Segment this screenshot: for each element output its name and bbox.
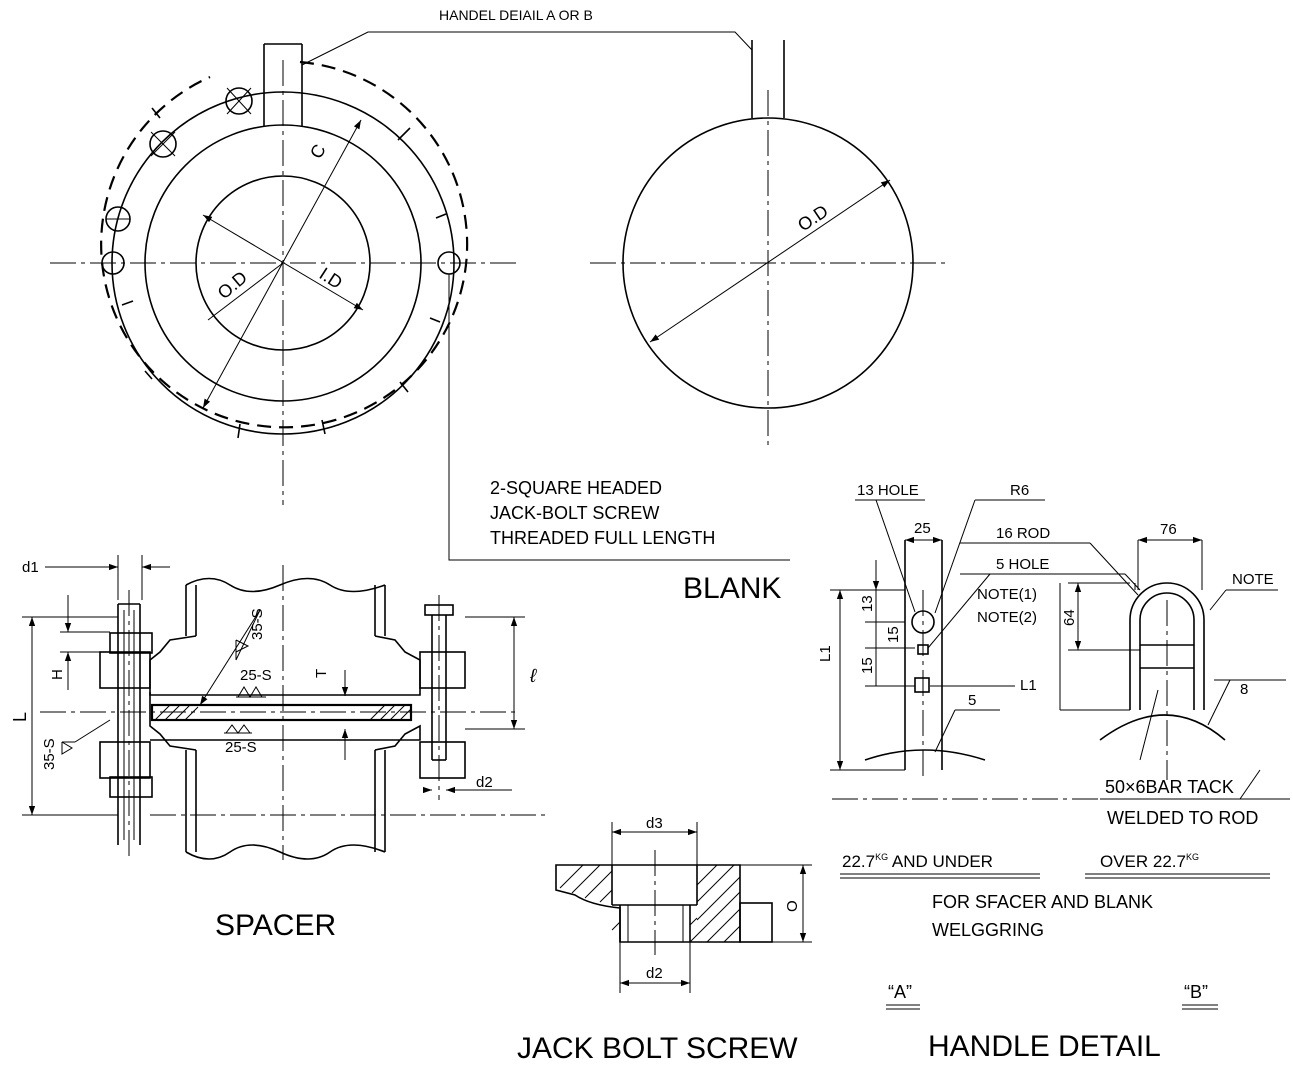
dim15b-label: 15	[859, 657, 876, 674]
jack-note-line1: 2-SQUARE HEADED	[490, 478, 662, 498]
weld-25s-bottom-label: 25-S	[225, 739, 257, 756]
dim5-label: 5	[968, 692, 976, 709]
hole13-label: 13 HOLE	[857, 482, 919, 499]
handle-stub	[263, 43, 303, 127]
handle-detail-b	[1099, 582, 1226, 780]
pipe-arc-a	[864, 749, 986, 761]
handle-callout-text: HANDEL DEIAIL A OR B	[439, 7, 593, 23]
dim64-label: 64	[1061, 609, 1078, 626]
label-b: “B”	[1184, 982, 1208, 1002]
l1-left-label: L1	[817, 645, 834, 662]
h-label: H	[49, 669, 66, 680]
jack-note-line2: JACK-BOLT SCREW	[490, 503, 659, 523]
l1-callout-label: L1	[1020, 677, 1037, 694]
for-spacer-label: FOR SFACER AND BLANK	[932, 892, 1153, 912]
c-label: C	[306, 141, 330, 162]
over-label: OVER 22.7KG	[1100, 852, 1199, 871]
welggring-label: WELGGRING	[932, 920, 1044, 940]
r6-label: R6	[1010, 482, 1029, 499]
bar-tack-label: 50×6BAR TACK	[1105, 777, 1234, 797]
dim8-label: 8	[1240, 681, 1248, 698]
handle-detail-a	[864, 540, 986, 780]
blank-title: BLANK	[683, 572, 781, 605]
dim25-label: 25	[914, 520, 931, 537]
handle-loop-outer	[1129, 582, 1205, 710]
o-label: O	[784, 900, 801, 912]
d2-label-jack: d2	[646, 965, 663, 982]
jack-note-line3: THREADED FULL LENGTH	[490, 528, 715, 548]
jack-bolt-leader	[448, 274, 790, 561]
hole5-label: 5 HOLE	[996, 556, 1049, 573]
jack-bolt-hatch	[559, 864, 741, 943]
jack-bolt-title: JACK BOLT SCREW	[517, 1032, 798, 1065]
blank-od-dimension	[649, 179, 891, 343]
label-a: “A”	[888, 982, 912, 1002]
blank-od-label: O.D	[794, 201, 832, 235]
d1-label: d1	[22, 559, 39, 576]
handle-callout-leader	[301, 31, 753, 66]
pipe-break-bottom	[185, 844, 386, 860]
od-dimension-line	[207, 262, 284, 321]
d3-label: d3	[646, 815, 663, 832]
t-label: T	[313, 669, 330, 678]
weld-symbol-left	[61, 741, 73, 755]
welded-to-rod-label: WELDED TO ROD	[1107, 808, 1258, 828]
spacer-ring-view: C O.D I.D	[50, 31, 790, 561]
weld-35s-top-label: 35-S	[249, 608, 266, 640]
od-label-ring: O.D	[214, 267, 251, 303]
bolt-ticks	[121, 107, 447, 439]
l-label: L	[10, 712, 30, 722]
jack-bolt-view	[555, 850, 773, 955]
note1-label: NOTE(1)	[977, 586, 1037, 603]
weld-35s-left-label: 35-S	[41, 738, 58, 770]
ring-outer-circle	[111, 91, 455, 435]
under-label: 22.7KG AND UNDER	[842, 852, 993, 871]
blank-view: O.D	[590, 40, 945, 445]
spacer-title: SPACER	[215, 909, 336, 942]
blank-disc-circle	[622, 117, 914, 409]
rod16-label: 16 ROD	[996, 525, 1050, 542]
pipe-arc-b	[1099, 714, 1226, 741]
bolt-holes	[101, 87, 461, 275]
d2-label-spacer: d2	[476, 774, 493, 791]
outer-ring-dashed	[100, 60, 469, 429]
id-label: I.D	[316, 264, 346, 293]
ell-label: ℓ	[529, 666, 537, 687]
weld-symbol-25s-bottom	[225, 724, 251, 734]
pipe-break-top	[185, 577, 386, 593]
dim15a-label: 15	[885, 626, 902, 643]
handle-loop-inner	[1139, 592, 1195, 710]
dim13-label: 13	[859, 595, 876, 612]
spacer-section-view	[40, 565, 545, 860]
dim76-label: 76	[1160, 521, 1177, 538]
weld-25s-top-label: 25-S	[240, 667, 272, 684]
note-label: NOTE	[1232, 571, 1274, 588]
note2-label: NOTE(2)	[977, 609, 1037, 626]
handle-detail-title: HANDLE DETAIL	[928, 1030, 1161, 1063]
id-dimension-line	[202, 214, 364, 311]
